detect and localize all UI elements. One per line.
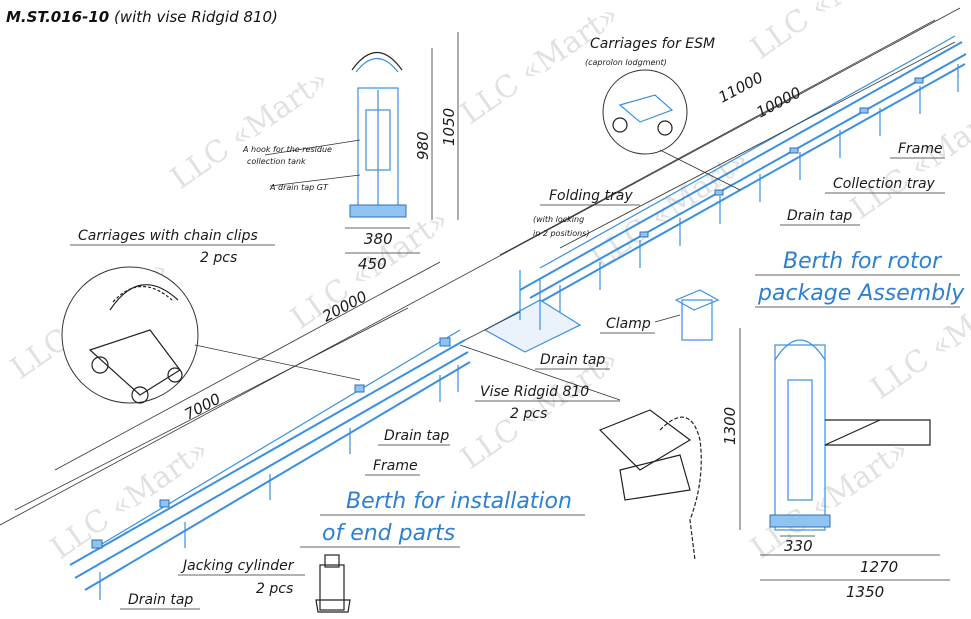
frame-top-label: Frame (898, 141, 943, 157)
folding-tray (483, 270, 582, 353)
dim-1300: 1300 (721, 407, 739, 445)
dimension-lines (0, 7, 961, 526)
dim-380: 380 (364, 230, 393, 248)
vise-ridgid-detail (459, 344, 702, 561)
dim-7000: 7000 (181, 390, 223, 424)
carriages-esm-note: (caprolon lodgment) (585, 58, 667, 67)
watermark-text: LLC «Mart» (745, 432, 916, 566)
jacking-cylinder-detail (315, 554, 351, 613)
watermark-text: LLC «Mart» (165, 62, 336, 196)
carriages-chain-qty: 2 pcs (200, 250, 237, 266)
drain-tap-bottom-label: Drain tap (128, 592, 193, 608)
dim-1350: 1350 (846, 583, 884, 601)
berth-rotor-title: Berth for rotor (783, 249, 943, 274)
end-parts-berth-frame (69, 311, 521, 600)
hook-note: A hook for the residue (242, 145, 332, 154)
clamp-detail (654, 289, 720, 341)
dim-1270: 1270 (860, 558, 898, 576)
hook-note: collection tank (247, 157, 306, 166)
vise-ridgid-qty: 2 pcs (510, 406, 547, 422)
chain-carriage-detail (61, 266, 361, 404)
folding-tray-note: in 2 positions) (533, 229, 589, 238)
vise-stand-view (264, 32, 459, 254)
jacking-cylinder-qty: 2 pcs (256, 581, 293, 597)
frame-low-label: Frame (373, 458, 418, 474)
carriages-chain-label: Carriages with chain clips (78, 228, 258, 244)
drain-tap-low-label: Drain tap (384, 428, 449, 444)
berth-install-title: Berth for installation (346, 489, 572, 514)
berth-install-title: of end parts (322, 521, 455, 546)
collection-tray-label: Collection tray (833, 176, 936, 192)
drain-tap-mid-label: Drain tap (540, 352, 605, 368)
esm-carriage-detail (602, 69, 741, 191)
vise-ridgid-label: Vise Ridgid 810 (480, 384, 589, 400)
dim-330: 330 (784, 537, 813, 555)
folding-tray-label: Folding tray (549, 188, 633, 204)
drain-tap-gt-note: A drain tap GT (269, 183, 329, 192)
watermark-text: LLC «Mart» (745, 0, 916, 67)
carriages-esm-label: Carriages for ESM (590, 36, 715, 52)
dim-10000: 10000 (753, 83, 804, 121)
dim-450: 450 (358, 255, 387, 273)
dim-980: 980 (414, 131, 432, 160)
folding-tray-note: (with locking (533, 215, 584, 224)
drawing-title: M.ST.016-10 (with vise Ridgid 810) (6, 8, 278, 26)
dim-1050: 1050 (440, 108, 458, 146)
clamp-label: Clamp (606, 316, 651, 332)
leader-lines (70, 157, 960, 610)
rotor-berth-frame (519, 35, 967, 312)
jacking-cylinder-label: Jacking cylinder (180, 558, 295, 574)
drain-tap-top-label: Drain tap (787, 208, 852, 224)
berth-rotor-title: package Assembly (757, 281, 965, 306)
rotor-berth-side-view (739, 328, 950, 581)
dim-11000: 11000 (715, 68, 766, 106)
